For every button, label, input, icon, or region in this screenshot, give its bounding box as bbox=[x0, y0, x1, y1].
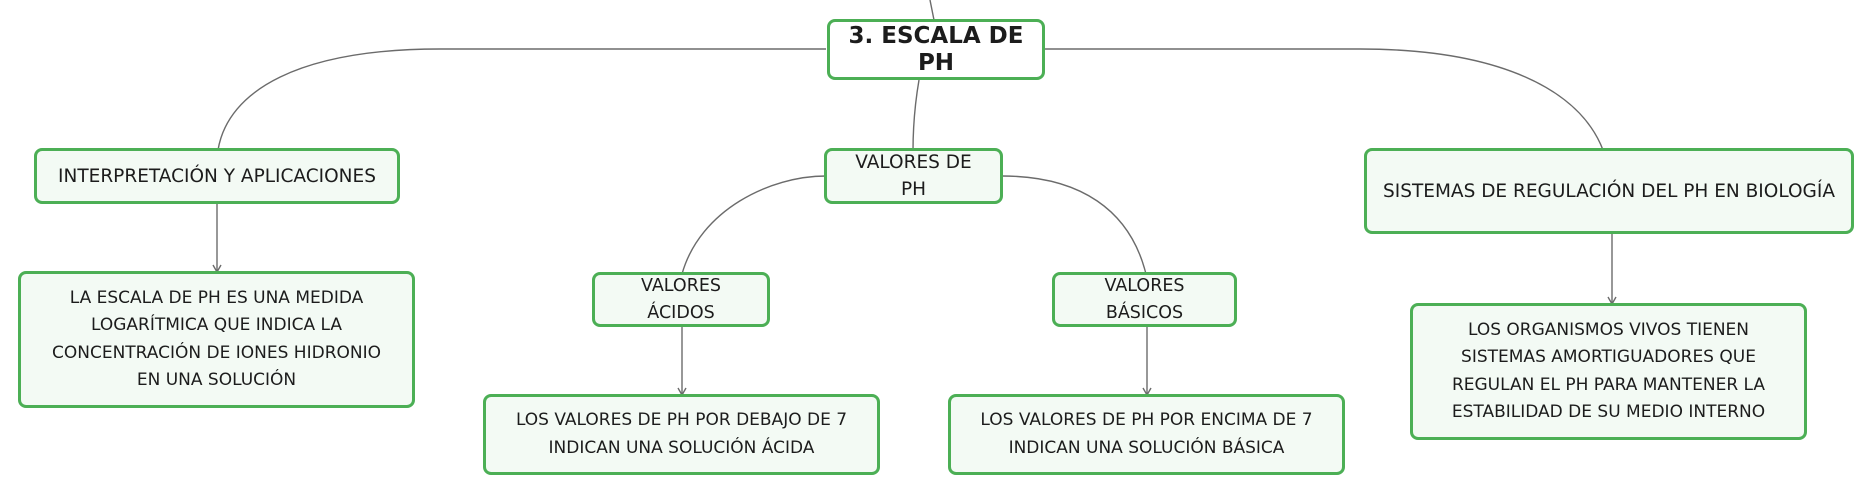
subbranch-node-basicos[interactable]: VALORES BÁSICOS bbox=[1052, 272, 1237, 327]
detail-text-sistemas: LOS ORGANISMOS VIVOS TIENEN SISTEMAS AMO… bbox=[1451, 319, 1766, 423]
connector-parent-root bbox=[929, 0, 935, 21]
connector-valores-acidos bbox=[681, 175, 827, 275]
branch-label-sistemas: SISTEMAS DE REGULACIÓN DEL PH EN BIOLOGÍ… bbox=[1383, 180, 1835, 202]
branch-node-sistemas[interactable]: SISTEMAS DE REGULACIÓN DEL PH EN BIOLOGÍ… bbox=[1364, 148, 1854, 234]
detail-text-interpretacion: LA ESCALA DE PH ES UNA MEDIDA LOGARÍTMIC… bbox=[52, 287, 381, 391]
branch-label-interpretacion: INTERPRETACIÓN Y APLICACIONES bbox=[58, 165, 376, 187]
subbranch-node-acidos[interactable]: VALORES ÁCIDOS bbox=[592, 272, 770, 327]
connector-root-sistemas bbox=[1044, 48, 1604, 151]
root-label: 3. ESCALA DE PH bbox=[848, 22, 1024, 76]
branch-label-valores: VALORES DE PH bbox=[855, 152, 972, 200]
subbranch-label-acidos: VALORES ÁCIDOS bbox=[640, 275, 722, 323]
branch-node-valores[interactable]: VALORES DE PH bbox=[824, 148, 1003, 204]
detail-node-acidos[interactable]: LOS VALORES DE PH POR DEBAJO DE 7 INDICA… bbox=[483, 394, 880, 475]
detail-node-interpretacion[interactable]: LA ESCALA DE PH ES UNA MEDIDA LOGARÍTMIC… bbox=[18, 271, 415, 408]
connector-root-valores bbox=[912, 79, 920, 152]
subbranch-label-basicos: VALORES BÁSICOS bbox=[1104, 275, 1185, 323]
connector-valores-basicos bbox=[1001, 175, 1147, 275]
root-node[interactable]: 3. ESCALA DE PH bbox=[827, 19, 1045, 80]
detail-text-acidos: LOS VALORES DE PH POR DEBAJO DE 7 INDICA… bbox=[515, 410, 848, 458]
branch-node-interpretacion[interactable]: INTERPRETACIÓN Y APLICACIONES bbox=[34, 148, 400, 204]
connector-root-interpretacion bbox=[217, 48, 826, 151]
detail-node-sistemas[interactable]: LOS ORGANISMOS VIVOS TIENEN SISTEMAS AMO… bbox=[1410, 303, 1807, 440]
detail-text-basicos: LOS VALORES DE PH POR ENCIMA DE 7 INDICA… bbox=[980, 410, 1313, 458]
detail-node-basicos[interactable]: LOS VALORES DE PH POR ENCIMA DE 7 INDICA… bbox=[948, 394, 1345, 475]
